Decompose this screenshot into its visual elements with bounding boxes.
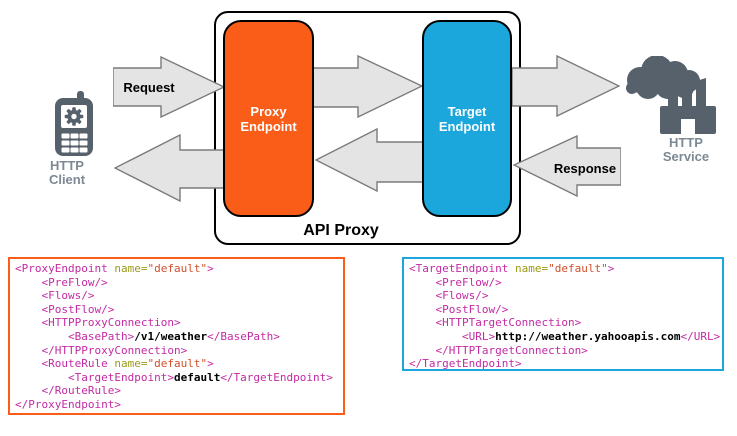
target-endpoint-code: <TargetEndpoint name="default"> <PreFlow… [402,257,724,371]
request-arrow-client-to-proxy [113,56,225,118]
code-line: <PreFlow/> [409,275,502,289]
request-arrow-proxy-to-target [313,55,423,118]
code-line: <TargetEndpoint name="default"> [409,262,615,275]
code-line: <RouteRule name="default"> [15,357,214,371]
proxy-endpoint-box: Proxy Endpoint [223,20,314,217]
target-endpoint-box: Target Endpoint [422,20,512,217]
code-line: <Flows/> [409,289,489,303]
code-line: </TargetEndpoint> [409,357,522,371]
target-endpoint-label: Target Endpoint [438,103,496,134]
code-line: <Flows/> [15,289,95,303]
proxy-endpoint-label: Proxy Endpoint [240,103,297,134]
code-line: <ProxyEndpoint name="default"> [15,262,214,275]
code-line: </RouteRule> [15,384,121,398]
code-line: <PreFlow/> [15,275,108,289]
code-line: </HTTPTargetConnection> [409,343,588,357]
code-line: <BasePath>/v1/weather</BasePath> [15,329,280,343]
response-arrow-service-to-target [513,135,621,197]
cloud-factory-icon [624,55,720,141]
code-line: <HTTPTargetConnection> [409,316,582,330]
code-line: <HTTPProxyConnection> [15,316,181,330]
proxy-endpoint-code: <ProxyEndpoint name="default"> <PreFlow/… [8,257,345,415]
code-line: <TargetEndpoint>default</TargetEndpoint> [15,370,333,384]
mobile-phone-icon [52,90,96,163]
response-arrow-target-to-proxy [315,128,423,192]
code-line: <URL>http://weather.yahooapis.com</URL> [409,329,721,343]
code-line: <PostFlow/> [409,302,509,316]
code-line: <PostFlow/> [15,302,115,316]
http-service-label: HTTP Service [662,135,710,164]
response-label: Response [553,161,617,176]
api-proxy-label: API Proxy [303,222,379,239]
code-line: </HTTPProxyConnection> [15,343,188,357]
response-arrow-proxy-to-client [114,134,226,202]
request-label: Request [123,80,175,95]
code-line: </ProxyEndpoint> [15,397,121,411]
request-arrow-target-to-service [512,55,620,117]
http-client-label: HTTP Client [48,158,86,187]
